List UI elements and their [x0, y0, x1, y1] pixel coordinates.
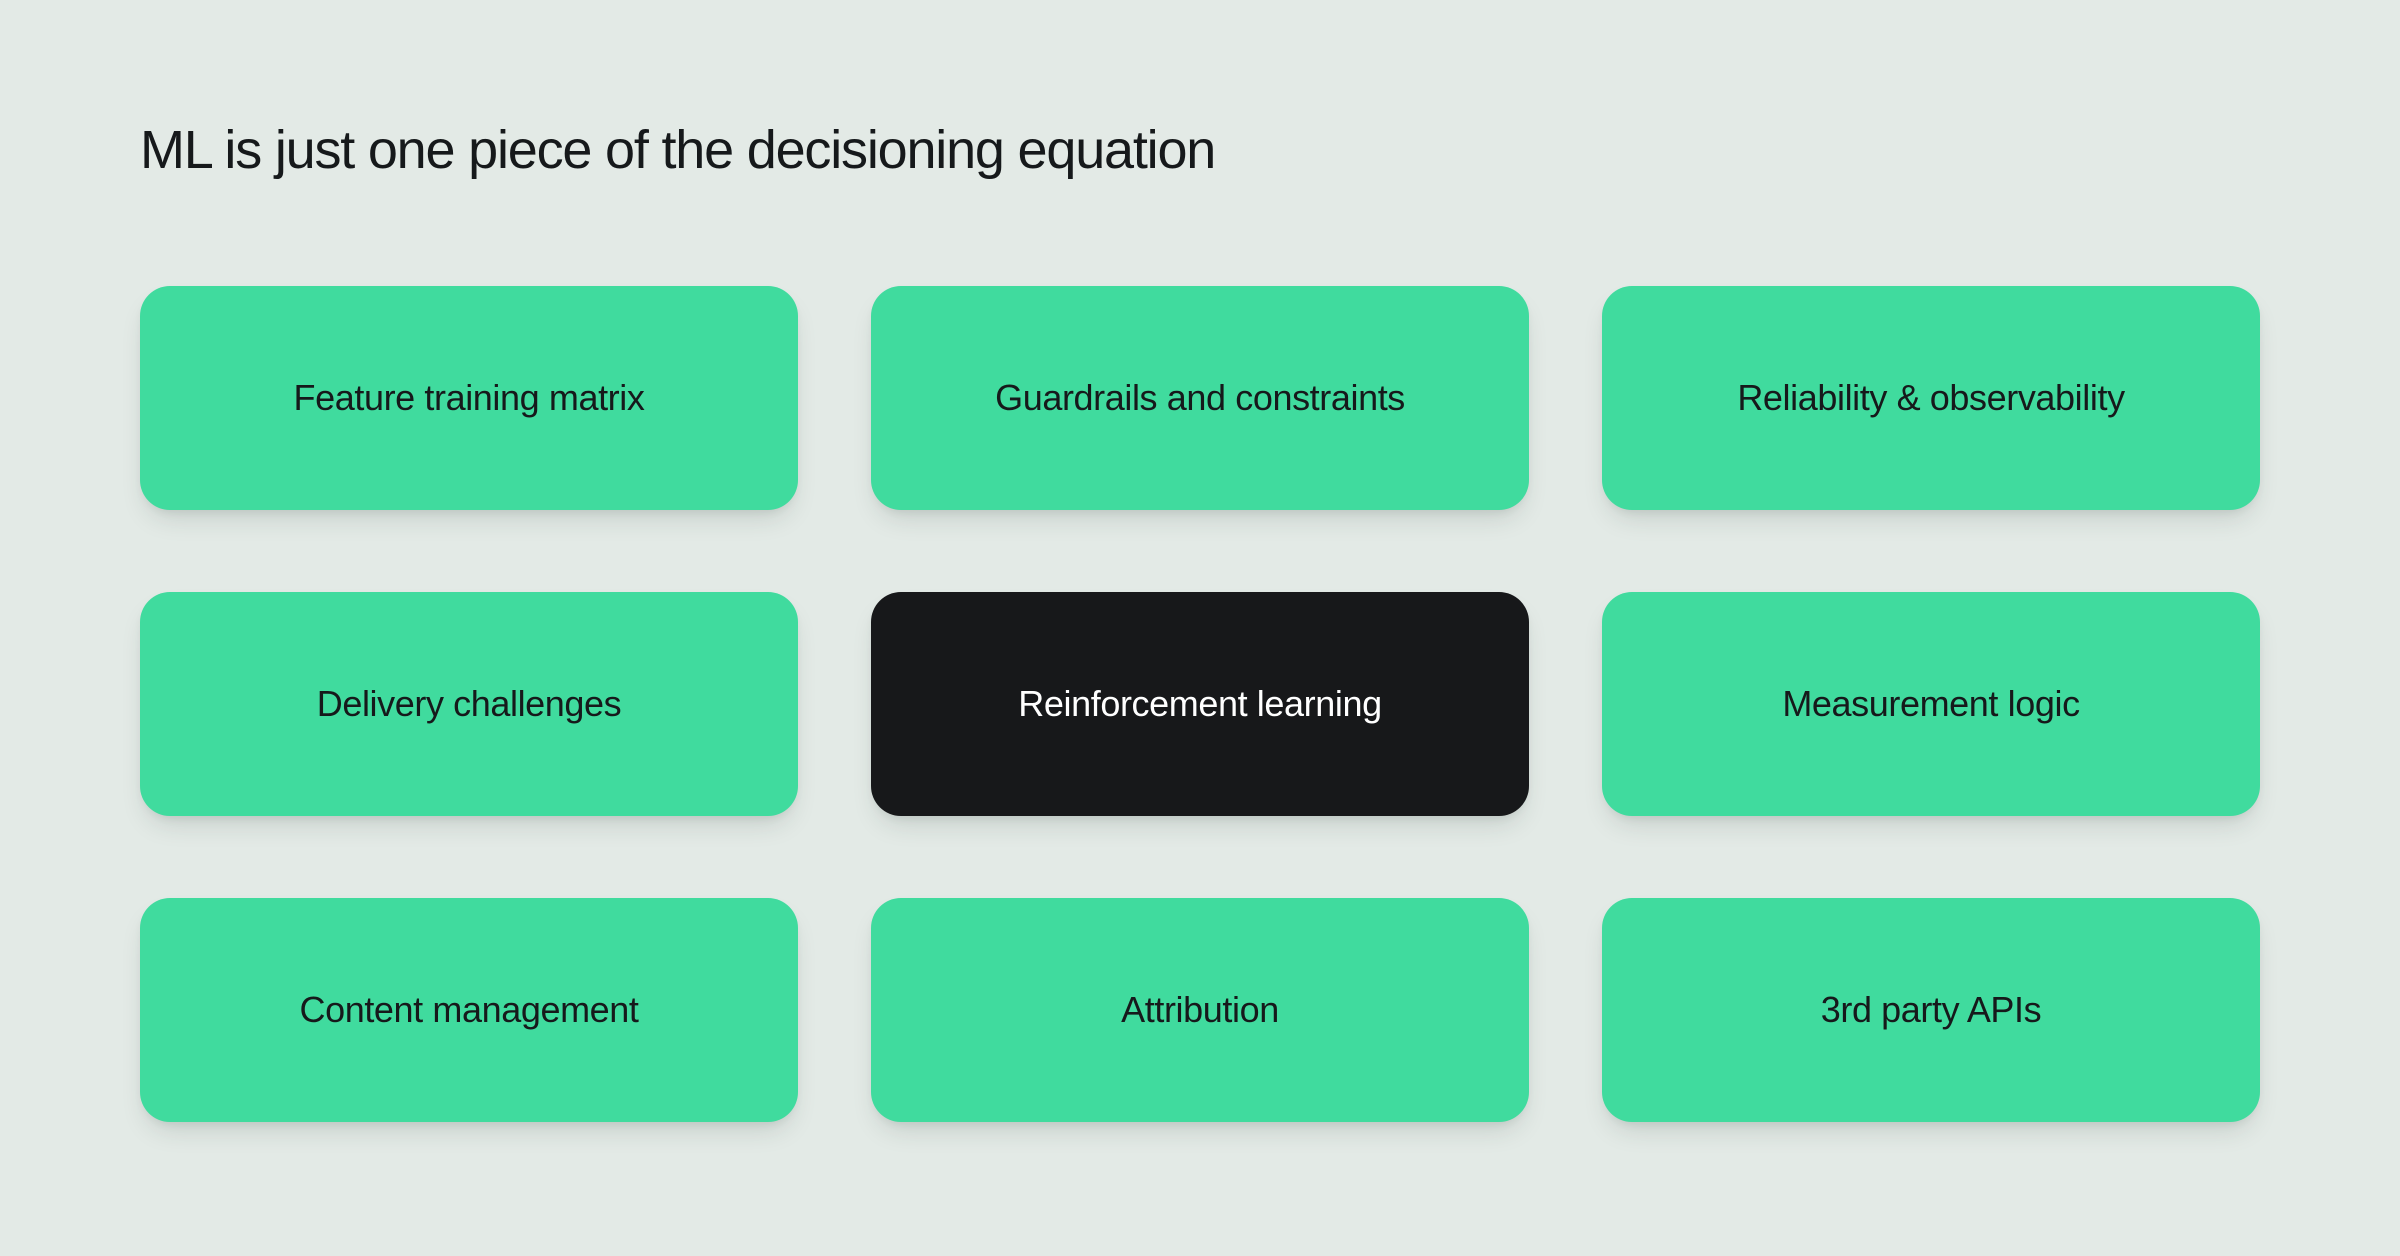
concept-card-reliability-and-observability[interactable]: Reliability & observability [1602, 286, 2260, 510]
concept-card-delivery-challenges[interactable]: Delivery challenges [140, 592, 798, 816]
concept-card-3rd-party-apis[interactable]: 3rd party APIs [1602, 898, 2260, 1122]
page-title: ML is just one piece of the decisioning … [140, 120, 1216, 180]
concept-card-label: Measurement logic [1782, 683, 2080, 724]
concept-card-measurement-logic[interactable]: Measurement logic [1602, 592, 2260, 816]
concept-card-label: Delivery challenges [316, 683, 622, 724]
concept-card-reinforcement-learning[interactable]: Reinforcement learning [871, 592, 1529, 816]
concept-card-label: Reinforcement learning [1018, 683, 1382, 724]
concept-card-label: Feature training matrix [293, 377, 645, 418]
concept-card-guardrails-and-constraints[interactable]: Guardrails and constraints [871, 286, 1529, 510]
concept-card-label: Content management [299, 989, 639, 1030]
concept-card-grid: Feature training matrix Guardrails and c… [140, 286, 2260, 1122]
concept-card-label: Reliability & observability [1737, 377, 2125, 418]
concept-card-attribution[interactable]: Attribution [871, 898, 1529, 1122]
concept-card-feature-training-matrix[interactable]: Feature training matrix [140, 286, 798, 510]
concept-card-label: 3rd party APIs [1820, 989, 2042, 1030]
concept-card-label: Attribution [1121, 989, 1279, 1030]
concept-card-content-management[interactable]: Content management [140, 898, 798, 1122]
concept-card-label: Guardrails and constraints [995, 377, 1405, 418]
